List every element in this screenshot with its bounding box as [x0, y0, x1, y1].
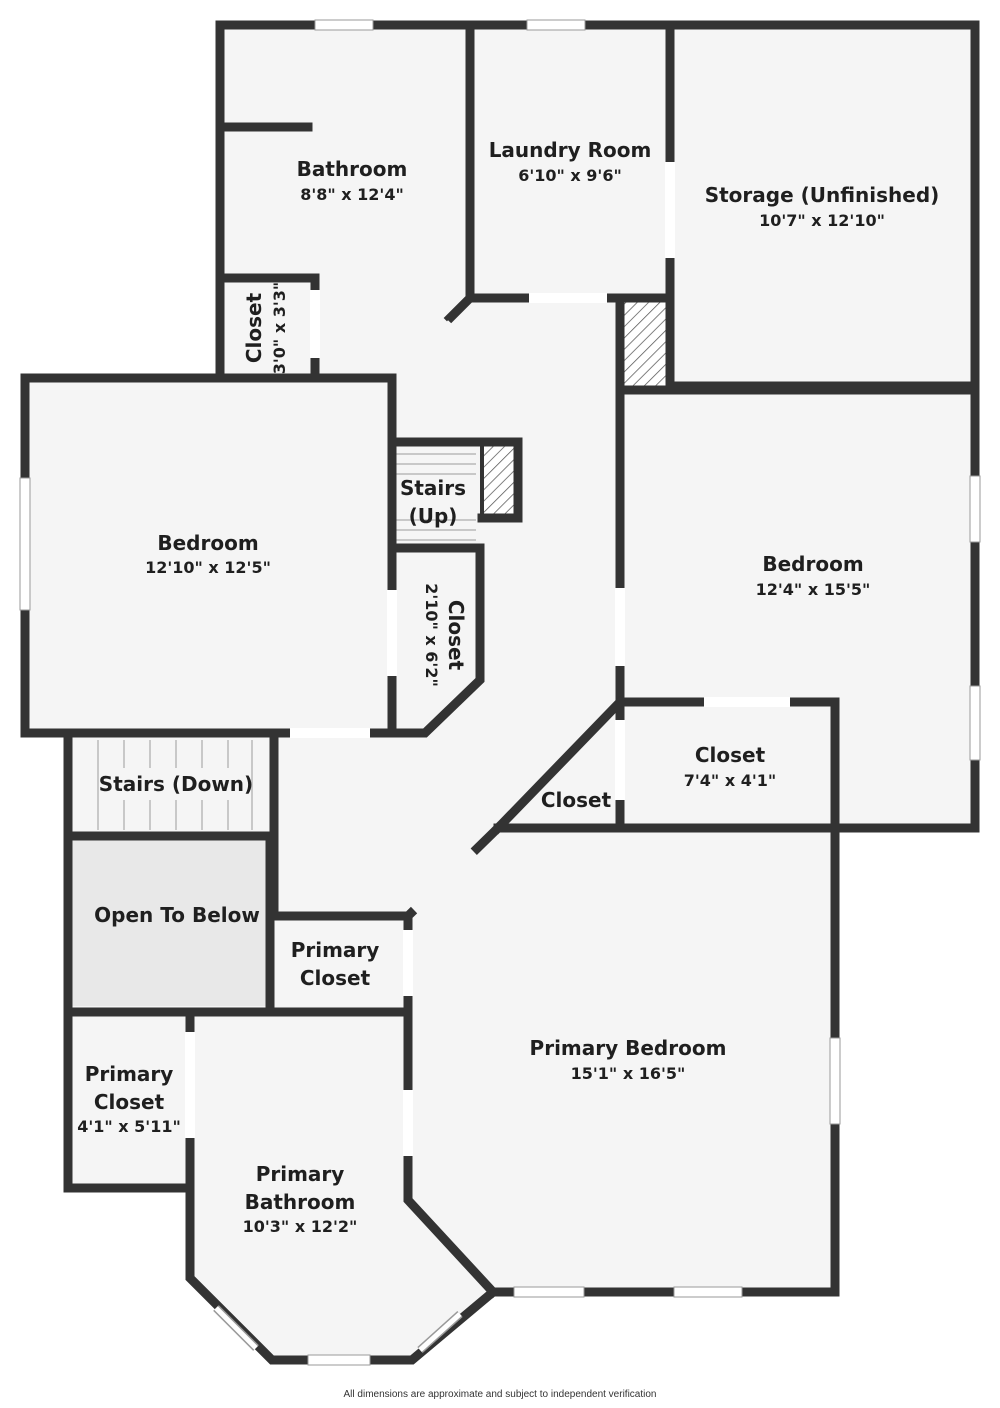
room-dimensions: 3'0" x 3'3": [270, 282, 289, 374]
floor-fill: [25, 25, 975, 1360]
room-dimensions: 12'4" x 15'5": [756, 580, 871, 599]
room-name: (Up): [409, 504, 458, 528]
room-name: Closet: [242, 292, 266, 363]
chimney-hatch-mid: [482, 442, 518, 516]
room-dimensions: 15'1" x 16'5": [571, 1064, 686, 1083]
room-name: Closet: [541, 788, 612, 812]
chimney-hatch-top: [622, 300, 666, 386]
room-name: Primary: [256, 1162, 345, 1186]
window: [969, 685, 981, 761]
room-dimensions: 2'10" x 6'2": [422, 583, 441, 687]
room-name: Bedroom: [762, 552, 863, 576]
window: [418, 1312, 462, 1352]
room-name: Open To Below: [94, 903, 260, 927]
room-name: Primary Bedroom: [530, 1036, 727, 1060]
window: [19, 477, 31, 611]
room-name: Closet: [300, 966, 371, 990]
stairs-down-treads: [97, 740, 253, 830]
room-name: Closet: [444, 600, 468, 671]
window: [214, 1306, 258, 1350]
room-dimensions: 6'10" x 9'6": [518, 166, 622, 185]
room-dimensions: 7'4" x 4'1": [684, 771, 776, 790]
room-name: Stairs: [400, 476, 466, 500]
window: [829, 1037, 841, 1125]
room-name: Bathroom: [245, 1190, 356, 1214]
door-openings: [185, 162, 790, 1156]
room-dimensions: 8'8" x 12'4": [300, 185, 404, 204]
room-name: Bedroom: [157, 531, 258, 555]
open-to-below-area: [70, 840, 268, 1006]
room-dimensions: 4'1" x 5'11": [77, 1117, 181, 1136]
window: [513, 1286, 585, 1298]
room-dimensions: 12'10" x 12'5": [145, 558, 271, 577]
room-name: Closet: [94, 1090, 165, 1114]
window: [307, 1354, 371, 1366]
windows: [19, 19, 981, 1366]
window: [673, 1286, 743, 1298]
room-name: Stairs (Down): [99, 772, 253, 796]
room-name: Laundry Room: [489, 138, 652, 162]
disclaimer-footnote: All dimensions are approximate and subje…: [343, 1389, 657, 1400]
stairs-up-treads: [396, 453, 476, 541]
room-dimensions: 10'7" x 12'10": [759, 211, 885, 230]
room-name: Primary: [85, 1062, 174, 1086]
room-dimensions: 10'3" x 12'2": [243, 1217, 358, 1236]
room-name: Primary: [291, 938, 380, 962]
room-name: Storage (Unfinished): [705, 183, 940, 207]
room-labels: Bathroom 8'8" x 12'4" Laundry Room 6'10"…: [77, 138, 939, 1236]
window: [314, 19, 374, 31]
window: [526, 19, 586, 31]
window: [969, 475, 981, 543]
room-name: Closet: [695, 743, 766, 767]
room-name: Bathroom: [297, 157, 408, 181]
